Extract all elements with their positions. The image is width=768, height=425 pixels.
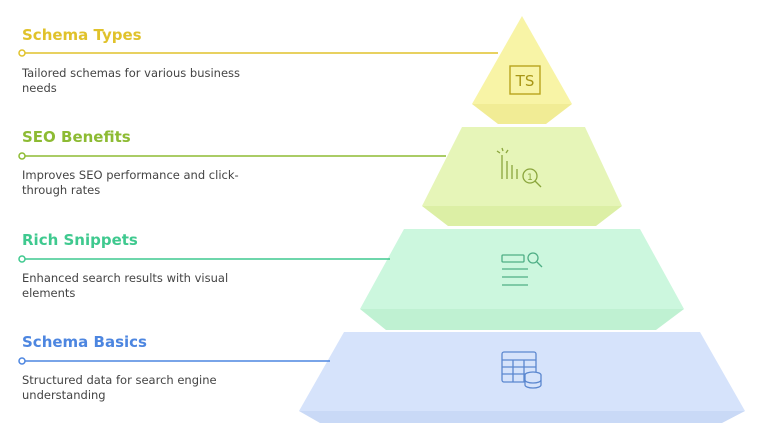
level-description-schema-basics: Structured data for search engine unders…	[22, 373, 217, 402]
level-title-schema-basics: Schema Basics	[22, 333, 147, 351]
pyramid-level-schema-types	[18, 16, 572, 124]
level-description-rich-snippets: Enhanced search results with visual elem…	[22, 271, 229, 300]
level-description-schema-types: Tailored schemas for various business ne…	[22, 66, 241, 95]
ts-icon-text: TS	[515, 72, 535, 90]
level-title-schema-types: Schema Types	[22, 26, 142, 44]
ts-icon: TS	[509, 65, 541, 95]
svg-text:1: 1	[527, 173, 533, 183]
list-search-icon	[501, 252, 543, 286]
level-title-rich-snippets: Rich Snippets	[22, 231, 138, 249]
level-description-seo-benefits: Improves SEO performance and click-throu…	[22, 168, 239, 197]
pyramid-level-seo-benefits	[18, 127, 622, 226]
seo-chart-search-icon: 1	[496, 147, 542, 188]
level-title-seo-benefits: SEO Benefits	[22, 128, 131, 146]
table-database-icon	[501, 351, 542, 389]
pyramid-level-schema-basics	[18, 332, 745, 423]
